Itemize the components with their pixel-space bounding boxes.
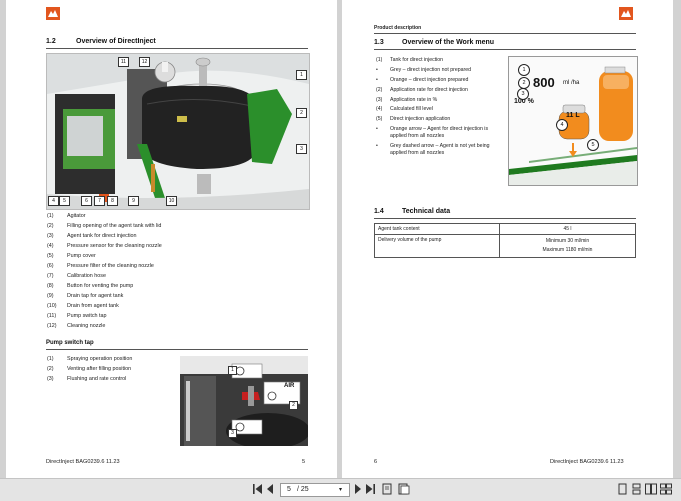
table-row: Delivery volume of the pump Minimum 30 m… [374,234,636,258]
footer-page-number: 5 [302,459,306,465]
list-item: (1)Agitator [47,213,86,219]
list-item: (3)Flushing and rate control [47,376,127,382]
work-menu-screen [508,56,638,186]
screen-callout-4: 4 [556,119,568,131]
air-label: AIR [284,383,295,389]
page-total: / 25 [297,486,309,493]
callout-4: 4 [48,196,59,206]
list-item: •Grey dashed arrow – Agent is not yet be… [376,143,490,157]
header-rule [374,33,636,34]
subsection-title: Pump switch tap [46,340,94,346]
section-rule [374,49,636,50]
section-title: Overview of the Work menu [402,39,495,46]
delivery-minimum: Minimum 30 ml/min [545,238,590,244]
list-item: (9)Drain tap for agent tank [47,293,124,299]
delivery-maximum: Maximum 1180 ml/min [542,247,593,253]
technical-data-table: Agent tank content 45 l Delivery volume … [374,223,636,258]
list-item: (3)Agent tank for direct injection [47,233,137,239]
pump-position-list: (1)Spraying operation position (2)Ventin… [47,354,132,384]
table-cell-value: 45 l [499,223,636,235]
list-item: (6)Pressure filter of the cleaning nozzl… [47,263,154,269]
callout-10: 10 [166,196,177,206]
fill-level-value: 11 L [566,112,580,119]
table-cell-value: Minimum 30 ml/min Maximum 1180 ml/min [499,234,636,258]
last-page-icon[interactable] [365,483,375,499]
list-item: •Grey – direct injection not prepared [376,66,472,73]
callout-8: 8 [107,196,118,206]
two-page-view-icon[interactable] [645,483,657,499]
rate-unit: ml /ha [563,80,580,86]
callout-12: 12 [139,57,150,67]
section-number: 1.3 [374,39,384,46]
footer-doc-ref: DirectInject BAG0239.6 11.23 [46,459,120,465]
list-item: (1)Tank for direct injection [376,57,444,63]
rotate-page-icon[interactable] [382,483,394,499]
list-item: (5)Pump cover [47,253,96,259]
list-item: (3)Application rate in % [376,96,438,103]
tech-section-rule [374,218,636,219]
list-item: (2)Application rate for direct injection [376,86,468,93]
list-item: (12)Cleaning nozzle [47,323,106,329]
callout-3: 3 [296,144,307,154]
chevron-down-icon[interactable]: ▾ [339,487,343,493]
section-rule [46,48,308,49]
table-row: Agent tank content 45 l [374,223,636,235]
tech-section-title: Technical data [402,208,451,215]
footer-page-number: 6 [374,459,378,465]
pump-callout-2: 2 [289,401,298,410]
pump-callout-1: 1 [228,366,237,375]
amazone-logo-icon [619,7,633,20]
list-item: (1)Spraying operation position [47,356,133,362]
percent-value: 100 % [514,98,534,105]
page-layout-icon[interactable] [398,483,410,499]
subsection-rule [46,349,308,350]
list-item: •Orange arrow – Agent for direct injecti… [376,126,489,140]
left-page: 1.2 Overview of DirectInject 1 [6,0,337,478]
amazone-logo-icon [46,7,60,20]
page-number-box[interactable]: 5 / 25 ▾ [280,483,350,497]
callout-6: 6 [81,196,92,206]
continuous-view-icon[interactable] [632,483,642,499]
directinject-overview-photo [46,53,310,210]
footer-doc-ref: DirectInject BAG0239.6 11.23 [550,459,624,465]
screen-callout-5: 5 [587,139,599,151]
component-list: (1)Agitator (2)Filling opening of the ag… [47,211,162,331]
first-page-icon[interactable] [253,483,263,499]
header-chapter: Product description [374,25,422,31]
callout-1: 1 [296,70,307,80]
list-item: (2)Venting after filling position [47,366,132,372]
callout-5: 5 [59,196,70,206]
pump-callout-3: 3 [228,429,237,438]
single-page-view-icon[interactable] [618,483,628,499]
section-number: 1.2 [46,38,56,45]
table-cell-label: Agent tank content [374,223,500,235]
next-page-icon[interactable] [354,483,362,499]
pump-switch-tap-photo [180,356,308,446]
list-item: (10)Drain from agent tank [47,303,119,309]
page-current[interactable]: 5 [287,486,291,493]
prev-page-icon[interactable] [266,483,274,499]
rate-value: 800 [533,75,555,90]
callout-7: 7 [94,196,105,206]
list-item: (8)Button for venting the pump [47,283,134,289]
section-title: Overview of DirectInject [76,38,156,45]
screen-callout-3: 3 [517,88,529,100]
list-item: (4)Pressure sensor for the cleaning nozz… [47,243,162,249]
tech-section-number: 1.4 [374,208,384,215]
list-item: (2)Filling opening of the agent tank wit… [47,223,162,229]
list-item: (7)Calibration hose [47,273,106,279]
screen-callout-1: 1 [518,64,530,76]
table-cell-label: Delivery volume of the pump [374,234,500,258]
pdf-viewer-toolbar: 5 / 25 ▾ [0,478,681,501]
two-page-continuous-icon[interactable] [660,483,672,499]
callout-11: 11 [118,57,129,67]
list-item: (11)Pump switch tap [47,313,107,319]
work-menu-legend: (1)Tank for direct injection •Grey – dir… [376,57,504,160]
callout-2: 2 [296,108,307,118]
list-item: (4)Calculated fill level [376,106,433,113]
right-page: Product description 1.3 Overview of the … [342,0,673,478]
callout-9: 9 [128,196,139,206]
list-item: (5)Direct injection application [376,116,451,123]
list-item: •Orange – direct injection prepared [376,76,469,83]
